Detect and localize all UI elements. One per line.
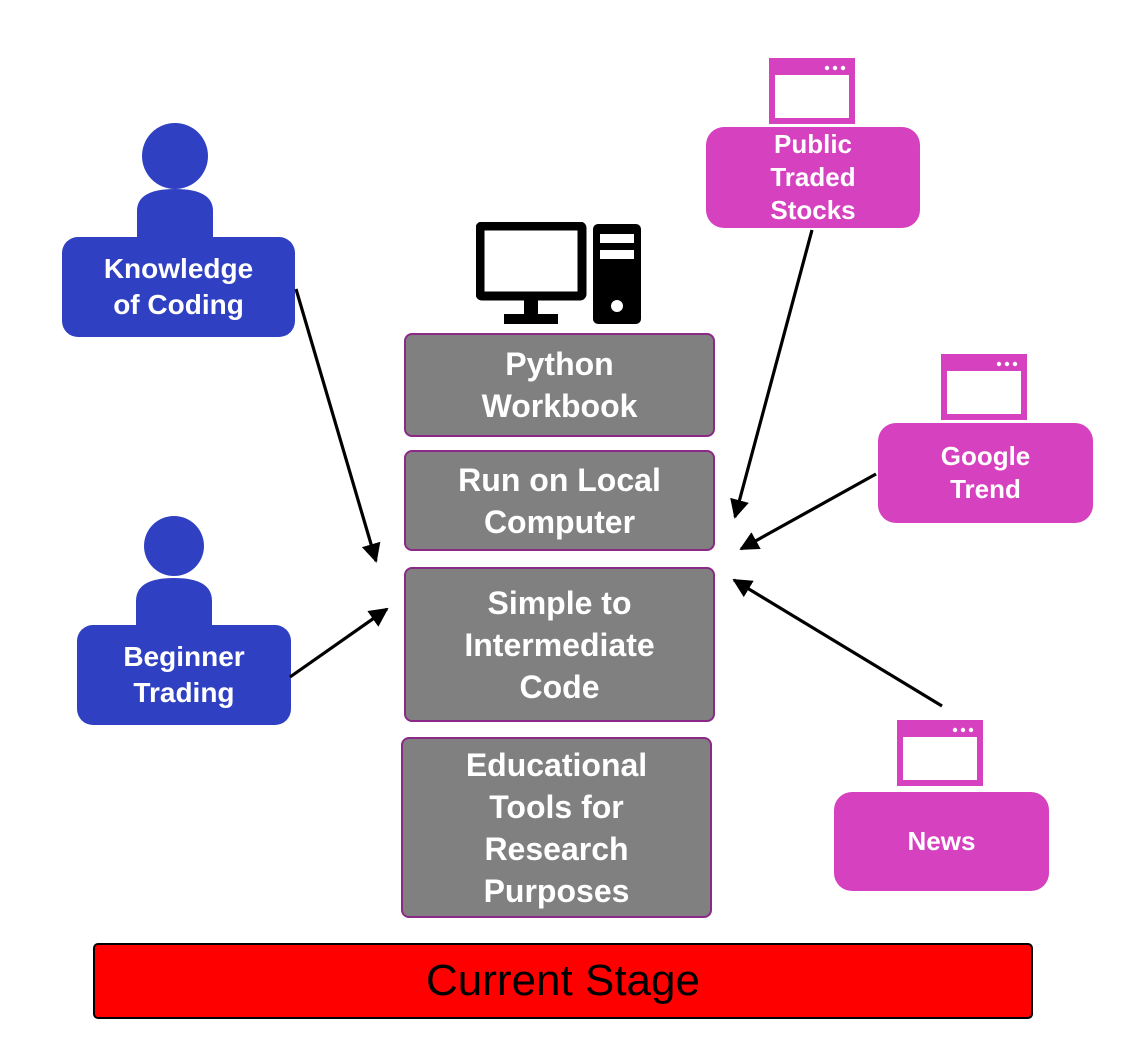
knowledge-of-coding-box: Knowledge of Coding [62,237,295,337]
public-traded-stocks-label: Public Traded Stocks [770,129,856,225]
arrow-beginner-to-stack [289,607,389,679]
person-icon [136,516,212,626]
arrow-knowledge-to-stack [294,288,381,563]
computer-icon [476,222,641,324]
person-icon [137,123,213,238]
beginner-trading-box: Beginner Trading [77,625,291,725]
knowledge-of-coding-label: Knowledge of Coding [103,253,254,320]
current-stage-label: Current Stage [426,956,700,1005]
run-on-local-computer-label: Run on Local Computer [458,461,661,540]
run-on-local-computer-box: Run on Local Computer [404,450,715,551]
python-workbook-label: Python Workbook [481,346,638,424]
simple-to-intermediate-code-box: Simple to Intermediate Code [404,567,715,722]
browser-window-icon [941,354,1027,420]
educational-tools-box: Educational Tools for Research Purposes [401,737,712,918]
beginner-trading-label: Beginner Trading [123,641,245,708]
browser-window-icon [769,58,855,124]
news-label: News [907,826,976,856]
simple-to-intermediate-code-label: Simple to Intermediate Code [464,584,655,705]
news-box: News [834,792,1049,891]
google-trend-box: Google Trend [878,423,1093,523]
public-traded-stocks-box: Public Traded Stocks [706,127,920,228]
current-stage-bar: Current Stage [93,943,1033,1019]
browser-window-icon [897,720,983,786]
arrow-google-to-stack [739,472,877,551]
arrow-stocks-to-stack [730,229,814,519]
arrow-news-to-stack [732,578,943,708]
python-workbook-box: Python Workbook [404,333,715,437]
google-trend-label: Google Trend [940,441,1031,504]
educational-tools-label: Educational Tools for Research Purposes [465,746,648,909]
